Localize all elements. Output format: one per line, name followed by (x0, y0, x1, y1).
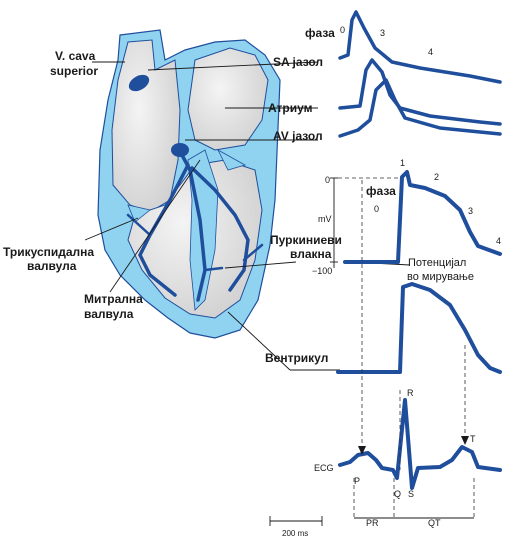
label-ecg-t: T (470, 434, 476, 444)
label-phase-0-top: 0 (340, 25, 345, 35)
label-mitral-line2: валвула (84, 307, 134, 321)
label-mv: mV (318, 214, 332, 224)
label-zero-mv: 0 (325, 175, 330, 185)
right-atrium-chamber (112, 40, 180, 212)
label-phase-0-mid: 0 (374, 204, 379, 214)
label-ventricle: Вентрикул (265, 351, 328, 365)
label-purkinje-line1: Пуркиниеви (270, 233, 342, 247)
label-phase-mid: фаза (366, 184, 396, 198)
label-av-node: AV јазол (273, 129, 323, 143)
label-qt-interval: QT (428, 518, 441, 528)
label-phase-4: 4 (496, 236, 501, 246)
arrowheads (358, 436, 469, 455)
label-resting-line1: Потенцијал (408, 257, 466, 269)
label-time-scale: 200 ms (282, 529, 308, 538)
label-minus-100: −100 (312, 266, 332, 276)
label-pr-interval: PR (366, 518, 379, 528)
label-phase-3-top: 3 (380, 28, 385, 38)
label-ecg-r: R (407, 388, 414, 398)
ecg-trace (340, 400, 500, 488)
label-atrium: Атриум (268, 101, 313, 115)
label-phase-2: 2 (434, 172, 439, 182)
label-purkinje-line2: влакна (290, 247, 332, 261)
label-ecg-q: Q (394, 489, 401, 499)
av-node (171, 143, 189, 157)
label-phase-top: фаза (305, 26, 335, 40)
label-phase-4-top: 4 (428, 47, 433, 57)
label-vcava-line2: superior (50, 64, 98, 78)
label-ecg-s: S (408, 489, 414, 499)
label-sa-node: SA јазол (273, 55, 323, 69)
label-tricuspid-line1: Трикуспидална (3, 245, 94, 259)
label-ecg: ECG (314, 463, 334, 473)
label-ecg-p: P (354, 476, 360, 486)
label-mitral-line1: Митрална (84, 292, 143, 306)
label-vcava-line1: V. cava (55, 49, 96, 63)
label-phase-1: 1 (400, 158, 405, 168)
label-resting-line2: во мирување (407, 271, 474, 283)
label-tricuspid-line2: валвула (27, 259, 77, 273)
dashed-guides (338, 178, 474, 520)
label-phase-3: 3 (468, 206, 473, 216)
